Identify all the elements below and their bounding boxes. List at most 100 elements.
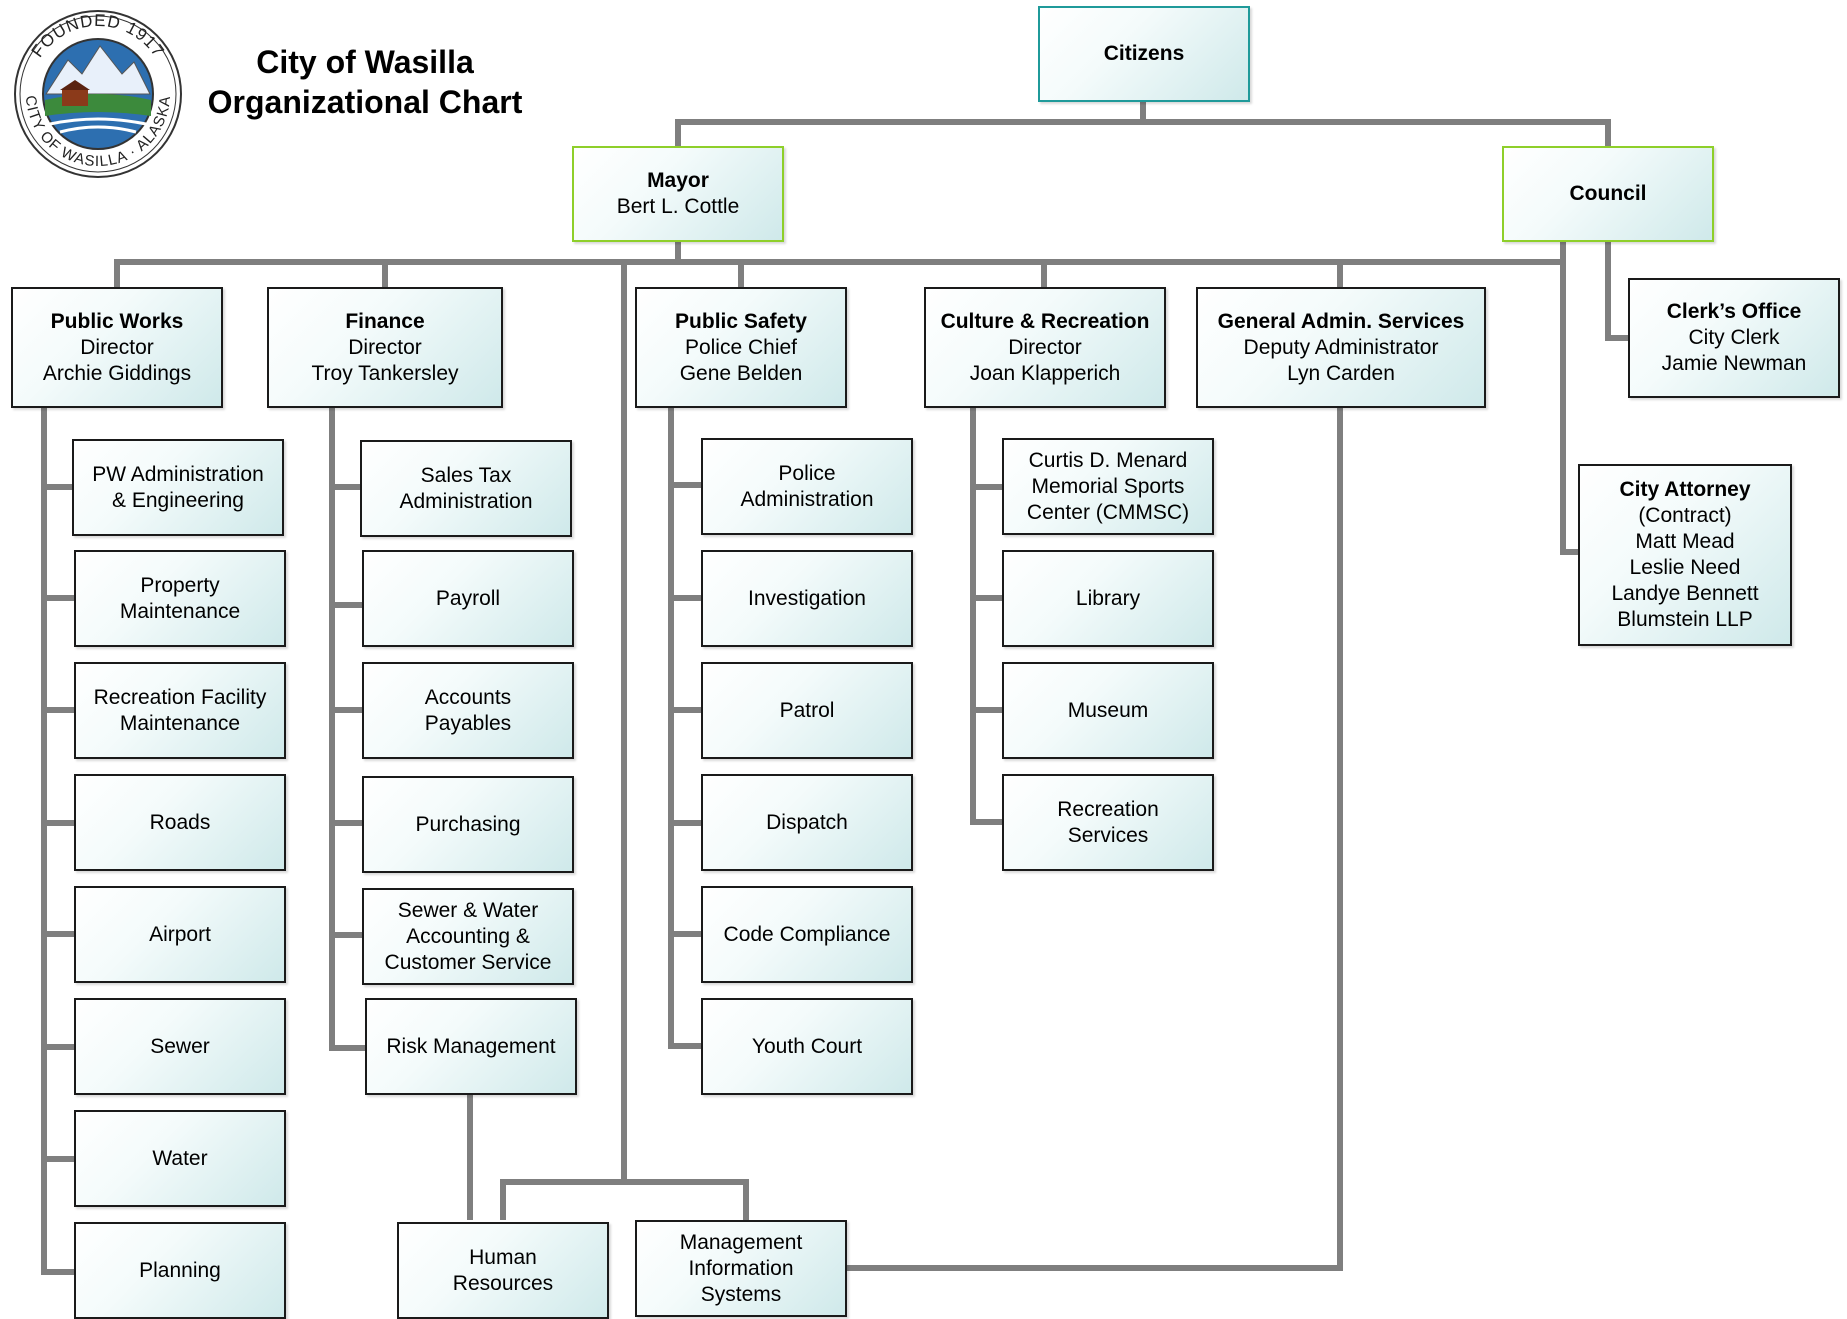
node-line: Purchasing [415, 812, 521, 836]
node-line: Management [679, 1230, 803, 1254]
node-line: Police [778, 461, 836, 485]
title-line-2: Organizational Chart [207, 84, 523, 120]
node-line: Resources [452, 1271, 554, 1295]
node-line: Administration [399, 489, 533, 513]
node-line: Maintenance [119, 711, 241, 735]
node-line: Water [152, 1146, 208, 1170]
connector-council-clerk [1605, 240, 1630, 341]
node-code-compliance: Code Compliance [701, 886, 913, 983]
node-line: Jamie Newman [1661, 352, 1807, 375]
node-title: General Admin. Services [1217, 309, 1465, 333]
node-mayor: Mayor Bert L. Cottle [572, 146, 784, 242]
node-title: Clerk’s Office [1666, 300, 1802, 323]
node-line: Roads [149, 810, 211, 834]
node-title: Citizens [1103, 42, 1185, 65]
node-line: Lyn Carden [1287, 361, 1395, 385]
node-line: Sewer [150, 1034, 210, 1058]
connector-pw-spine [41, 408, 74, 1275]
node-line: City Clerk [1688, 326, 1780, 349]
node-water: Water [74, 1110, 286, 1207]
node-line: Landye Bennett [1611, 582, 1759, 605]
node-line: Human [469, 1245, 537, 1269]
node-line: Maintenance [119, 599, 241, 623]
node-sewer: Sewer [74, 998, 286, 1095]
node-line: Investigation [748, 586, 866, 610]
node-line: (Contract) [1638, 504, 1732, 527]
node-line: Code Compliance [723, 922, 891, 946]
node-title: Council [1569, 182, 1647, 205]
node-library: Library [1002, 550, 1214, 647]
node-title: Finance [345, 309, 425, 333]
node-line: Sales Tax [420, 463, 512, 487]
node-line: & Engineering [112, 488, 244, 512]
node-title: City Attorney [1619, 478, 1751, 501]
node-planning: Planning [74, 1222, 286, 1319]
node-line: Archie Giddings [42, 361, 192, 385]
node-title: Mayor [647, 169, 709, 192]
node-dispatch: Dispatch [701, 774, 913, 871]
node-line: Bert L. Cottle [616, 195, 740, 218]
node-general-admin-services: General Admin. Services Deputy Administr… [1196, 287, 1486, 408]
node-line: Recreation Facility [93, 685, 267, 709]
node-line: Accounts [424, 685, 512, 709]
node-line: Patrol [779, 698, 835, 722]
node-line: Memorial Sports [1031, 474, 1185, 498]
node-line: Planning [139, 1258, 221, 1282]
node-line: Matt Mead [1635, 530, 1735, 553]
node-line: Property [140, 573, 220, 597]
node-youth-court: Youth Court [701, 998, 913, 1095]
connector-cr-spine [970, 408, 1003, 825]
node-line: Joan Klapperich [969, 361, 1121, 385]
node-culture-recreation: Culture & Recreation Director Joan Klapp… [924, 287, 1166, 408]
node-purchasing: Purchasing [362, 776, 574, 873]
connector-fin-spine [329, 408, 366, 1051]
node-council: Council [1502, 146, 1714, 242]
node-line: Recreation [1057, 797, 1159, 821]
node-line: Risk Management [386, 1034, 556, 1058]
node-line: Center (CMMSC) [1026, 500, 1190, 524]
node-museum: Museum [1002, 662, 1214, 759]
node-line: Information [688, 1256, 794, 1280]
node-public-safety: Public Safety Police Chief Gene Belden [635, 287, 847, 408]
node-line: Police Chief [684, 335, 798, 359]
node-clerks-office: Clerk’s Office City Clerk Jamie Newman [1628, 278, 1840, 398]
node-line: Services [1067, 823, 1149, 847]
node-title: Culture & Recreation [940, 309, 1150, 333]
title-line-1: City of Wasilla [256, 44, 474, 80]
node-line: Leslie Need [1629, 556, 1741, 579]
node-line: Payroll [435, 586, 501, 610]
node-line: Director [80, 335, 154, 359]
node-airport: Airport [74, 886, 286, 983]
node-roads: Roads [74, 774, 286, 871]
node-line: Museum [1067, 698, 1149, 722]
node-line: Dispatch [766, 810, 848, 834]
connector-top-bar [675, 119, 1611, 148]
node-line: Payables [424, 711, 512, 735]
node-payroll: Payroll [362, 550, 574, 647]
node-line: Director [1008, 335, 1082, 359]
node-line: Gene Belden [679, 361, 803, 385]
node-line: Library [1075, 586, 1141, 610]
node-line: Blumstein LLP [1617, 608, 1753, 631]
node-line: Youth Court [751, 1034, 863, 1058]
connector-gas-mis [846, 408, 1343, 1271]
node-city-attorney: City Attorney (Contract) Matt Mead Lesli… [1578, 464, 1792, 646]
connector-dept-bar [114, 259, 1563, 288]
node-title: Public Works [50, 309, 184, 333]
node-line: Systems [700, 1282, 782, 1306]
node-line: Sewer & Water [397, 898, 539, 922]
node-risk-management: Risk Management [365, 998, 577, 1095]
node-line: Curtis D. Menard [1028, 448, 1188, 472]
node-citizens: Citizens [1038, 6, 1250, 102]
node-investigation: Investigation [701, 550, 913, 647]
node-line: Deputy Administrator [1243, 335, 1439, 359]
node-patrol: Patrol [701, 662, 913, 759]
